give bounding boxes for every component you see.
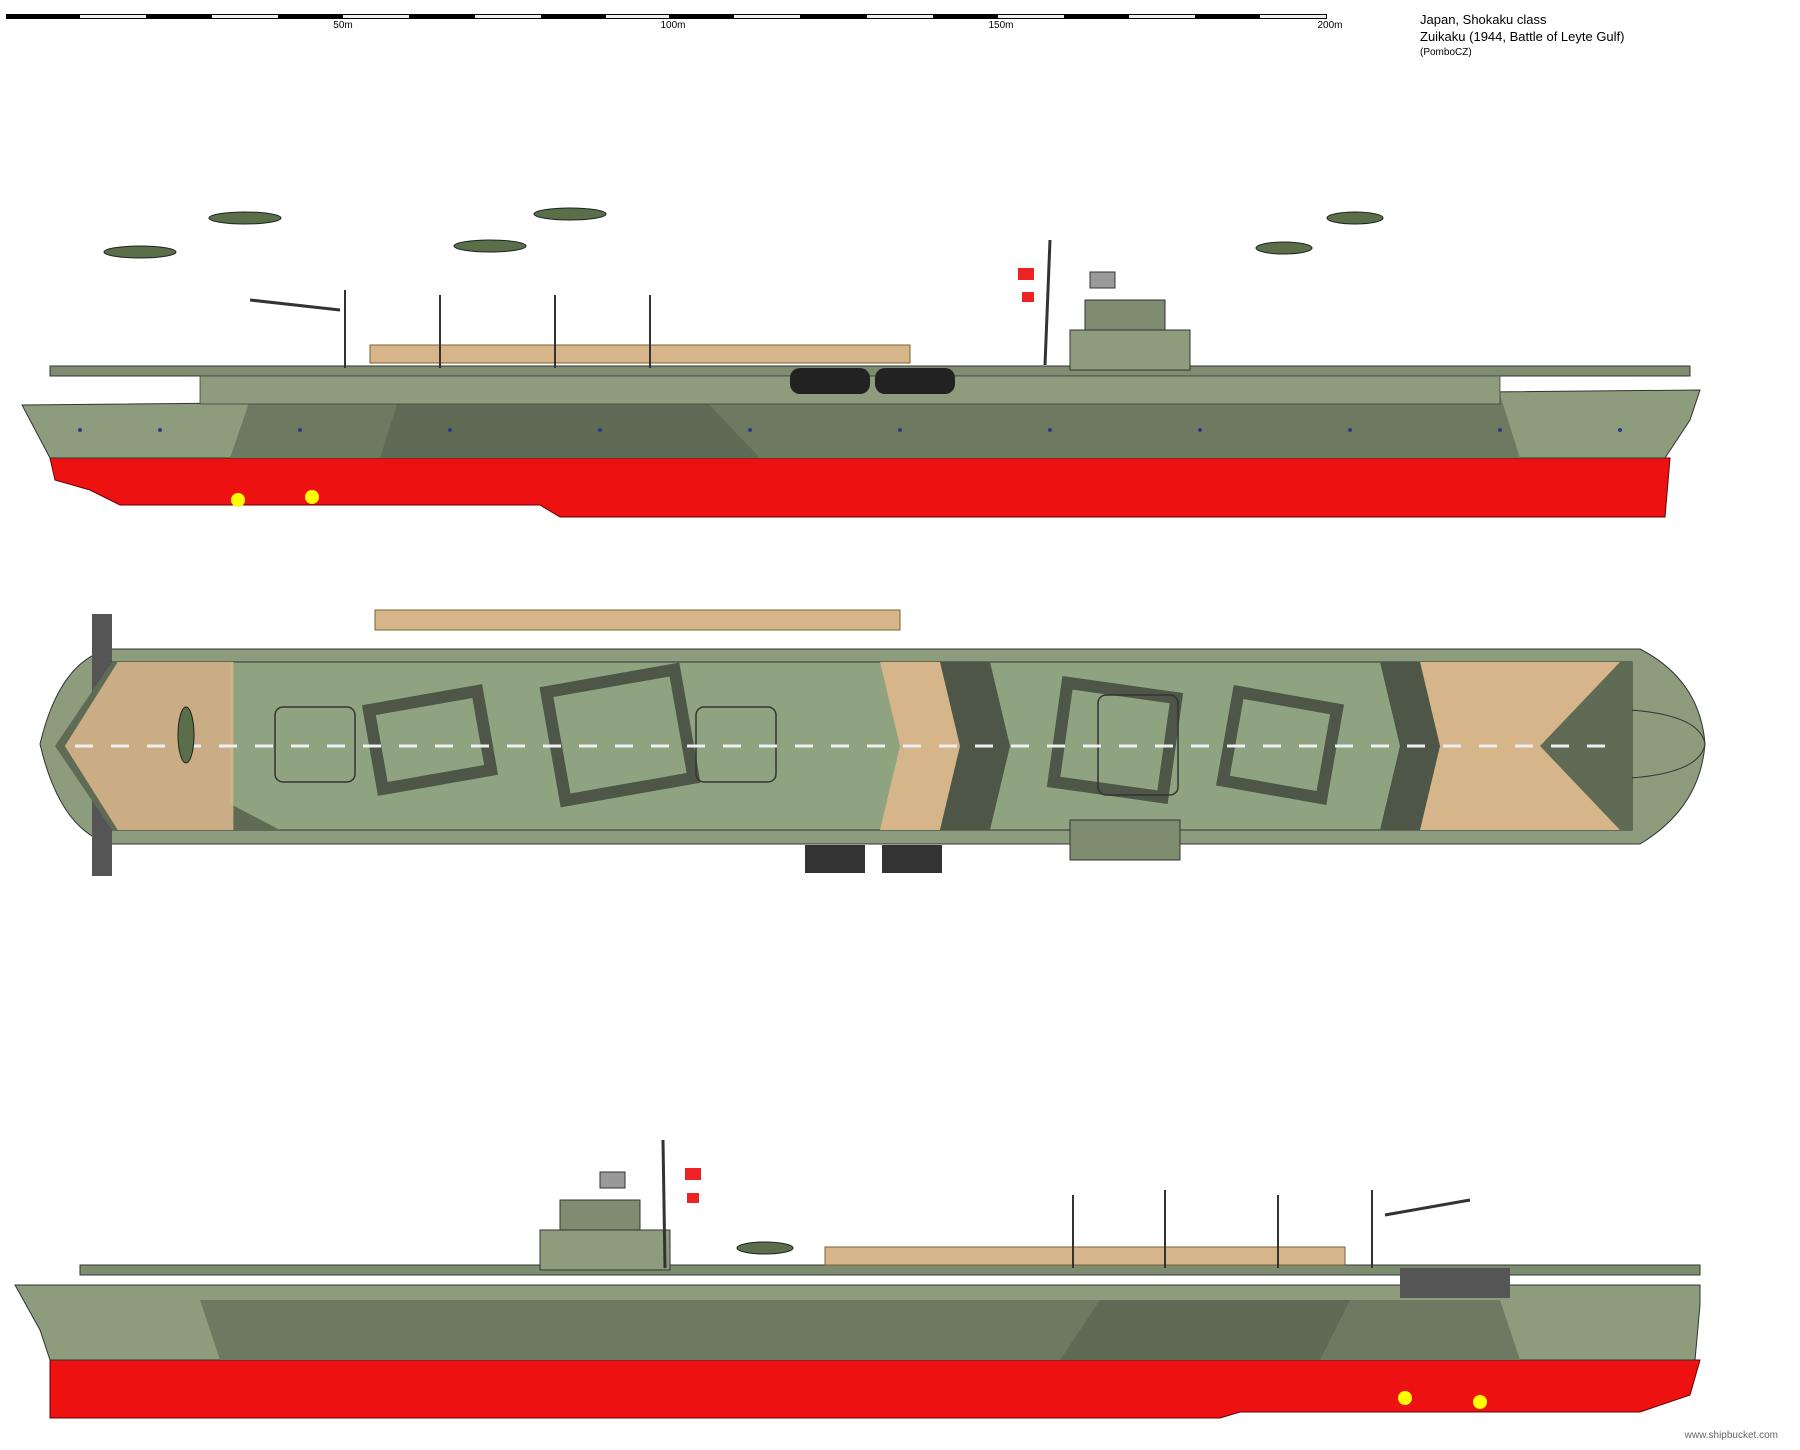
- scale-label-50m: 50m: [333, 20, 353, 31]
- scale-label-150m: 150m: [988, 20, 1014, 31]
- aircraft-on-deck-port: [736, 1241, 794, 1255]
- scale-label-200m: 200m: [1317, 20, 1343, 31]
- aircraft: [453, 239, 527, 253]
- title-ship-name: Zuikaku (1944, Battle of Leyte Gulf): [1420, 29, 1625, 44]
- aircraft-on-deck: [177, 706, 195, 764]
- aircraft-group: [103, 207, 1384, 259]
- scale-bar: [6, 14, 1327, 19]
- title-nation-class: Japan, Shokaku class: [1420, 12, 1547, 27]
- site-credit: www.shipbucket.com: [1684, 1430, 1778, 1441]
- aircraft: [1326, 211, 1384, 225]
- scale-label-100m: 100m: [660, 20, 686, 31]
- title-author: (PomboCZ): [1420, 47, 1472, 58]
- plan-view: [39, 609, 1706, 876]
- aircraft: [208, 211, 282, 225]
- aircraft: [533, 207, 607, 221]
- island-superstructure-port: [539, 1139, 701, 1271]
- profile-view-starboard: [21, 239, 1701, 518]
- aircraft: [1255, 241, 1313, 255]
- island-superstructure: [1018, 239, 1191, 371]
- aircraft: [103, 245, 177, 259]
- profile-view-port: [14, 1139, 1701, 1419]
